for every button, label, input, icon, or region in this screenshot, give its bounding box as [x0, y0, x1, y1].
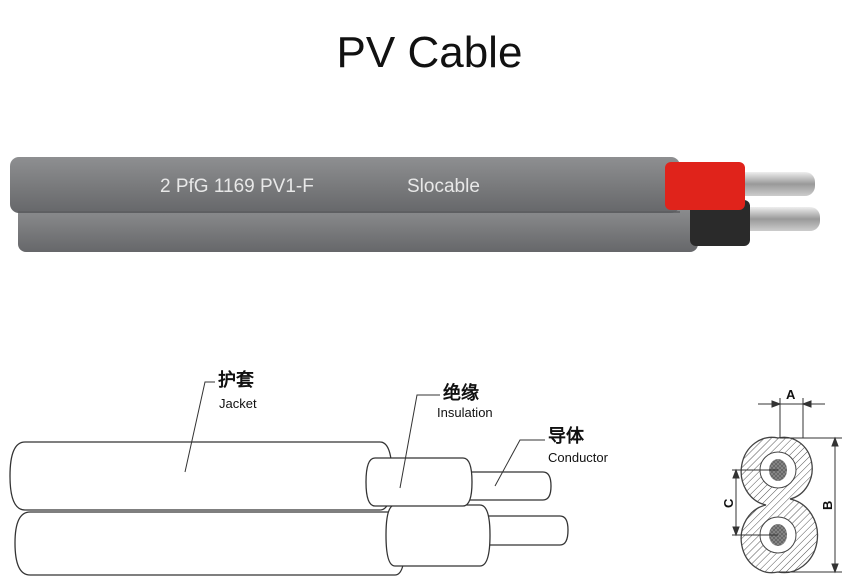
page-title: PV Cable — [336, 28, 523, 77]
black-core-conductor — [735, 207, 820, 231]
jacket-label-en: Jacket — [219, 396, 257, 411]
conductor-leader-line — [494, 439, 545, 487]
jacket-label-zh: 护套 — [218, 369, 254, 390]
lower-jacket — [18, 206, 698, 252]
lower-conductor — [479, 515, 569, 546]
dimension-a-label: A — [786, 387, 796, 402]
insulation-label-zh: 绝缘 — [443, 382, 479, 403]
black-core-insulation — [690, 200, 750, 246]
dimension-b-label: B — [820, 501, 835, 510]
upper-jacket-outline — [9, 441, 393, 511]
pv-cable-photo: 2 PfG 1169 PV1-F Slocable — [10, 157, 820, 252]
cable-marking: 2 PfG 1169 PV1-F — [160, 176, 314, 197]
jacket-leader-line — [184, 381, 215, 473]
insulation-leader-line — [399, 394, 440, 489]
structure-diagram — [9, 381, 569, 576]
upper-jacket — [10, 157, 680, 213]
lower-insulation — [385, 504, 491, 567]
insulation-label-en: Insulation — [437, 405, 493, 420]
red-core-insulation — [665, 162, 745, 210]
conductor-label-zh: 导体 — [548, 425, 585, 446]
cross-section-drawing: A B C — [721, 387, 842, 574]
upper-conductor — [459, 471, 552, 501]
conductor-label-en: Conductor — [548, 450, 609, 465]
dimension-c-label: C — [721, 498, 736, 508]
cable-brand: Slocable — [407, 176, 480, 197]
upper-insulation — [365, 457, 473, 507]
red-core-conductor — [730, 172, 815, 196]
lower-jacket-outline — [14, 511, 406, 576]
